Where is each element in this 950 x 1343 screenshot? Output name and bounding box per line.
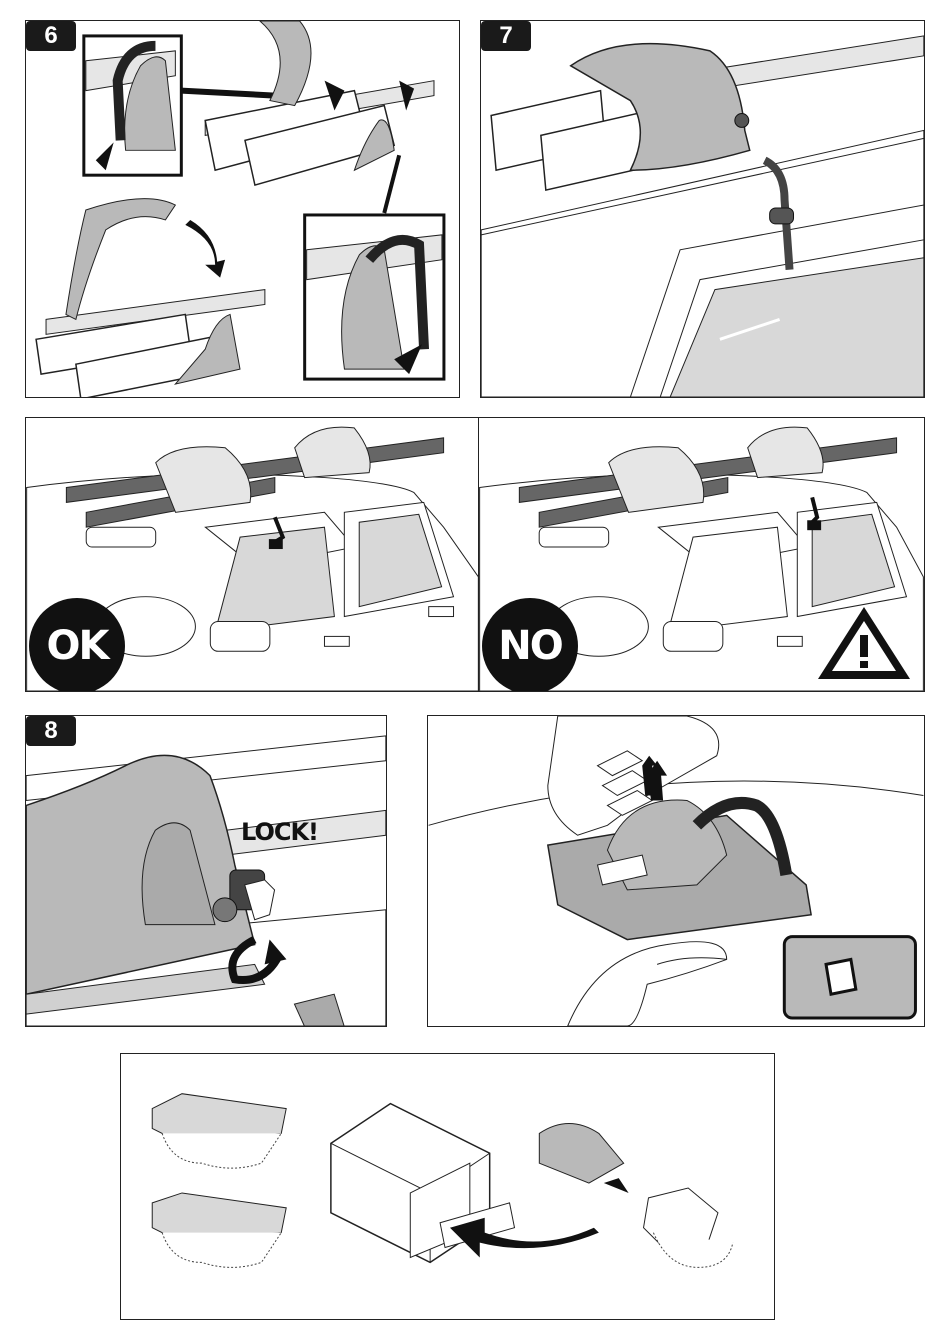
step-6-illustration	[26, 21, 459, 397]
panel-remove-pad	[427, 715, 925, 1027]
panel-no: NO	[478, 417, 925, 692]
warning-triangle-icon	[814, 603, 914, 683]
step-8-illustration	[26, 716, 386, 1026]
step-7-illustration	[481, 21, 924, 397]
ok-verdict-label: OK	[29, 598, 125, 692]
step-8-badge: 8	[26, 716, 76, 746]
panel-ok: OK	[25, 417, 480, 692]
step-6-badge: 6	[26, 21, 76, 51]
remove-pad-illustration	[428, 716, 924, 1026]
panel-step-8: 8 LOCK!	[25, 715, 387, 1027]
lock-annotation: LOCK!	[241, 818, 318, 846]
step-7-badge: 7	[481, 21, 531, 51]
storage-illustration	[121, 1054, 774, 1319]
no-verdict-label: NO	[482, 598, 578, 692]
panel-step-7: 7	[480, 20, 925, 398]
panel-step-6: 6	[25, 20, 460, 398]
panel-storage	[120, 1053, 775, 1320]
